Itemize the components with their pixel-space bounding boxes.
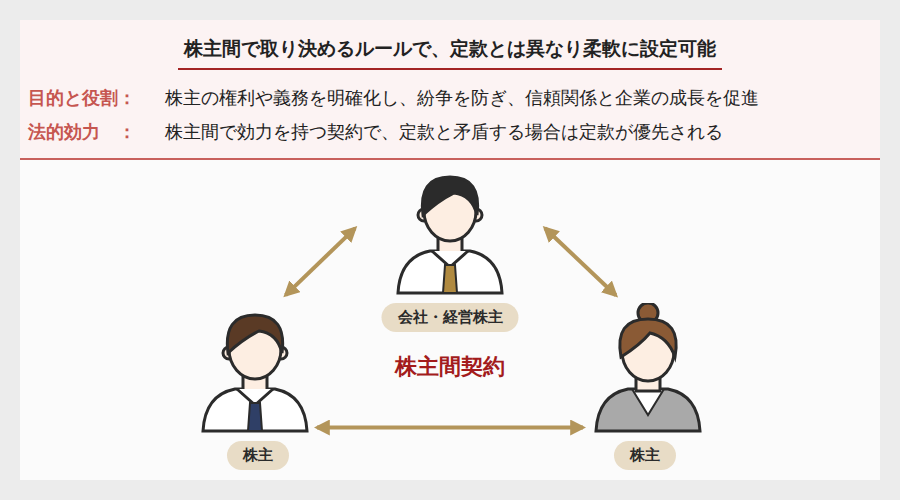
name-pill: 会社・経営株主 <box>382 303 519 332</box>
name-pill: 株主 <box>227 441 289 470</box>
node-text: 株主 <box>243 446 273 464</box>
shareholder-figure <box>203 315 307 431</box>
row-heading: 目的と役割： <box>28 86 136 110</box>
manager-figure <box>398 177 502 293</box>
shareholder-figure <box>596 303 700 431</box>
double-arrow <box>317 426 583 430</box>
double-arrow <box>545 228 616 295</box>
row-text: 株主間で効力を持つ契約で、定款と矛盾する場合は定款が優先される <box>165 120 723 144</box>
name-pill: 株主 <box>614 441 676 470</box>
person-node: 株主 <box>205 300 310 470</box>
title: 株主間で取り決めるルールで、定款とは異なり柔軟に設定可能 <box>178 36 722 70</box>
person-node: 株主 <box>590 300 700 470</box>
row-heading: 法的効力 ： <box>28 120 136 144</box>
node-text: 会社・経営株主 <box>398 308 503 326</box>
person-node: 会社・経営株主 <box>360 170 540 332</box>
node-text: 株主 <box>630 446 660 464</box>
double-arrow <box>286 228 355 295</box>
row-text: 株主の権利や義務を明確化し、紛争を防ぎ、信頼関係と企業の成長を促進 <box>165 86 759 110</box>
center-label: 株主間契約 <box>395 352 505 382</box>
